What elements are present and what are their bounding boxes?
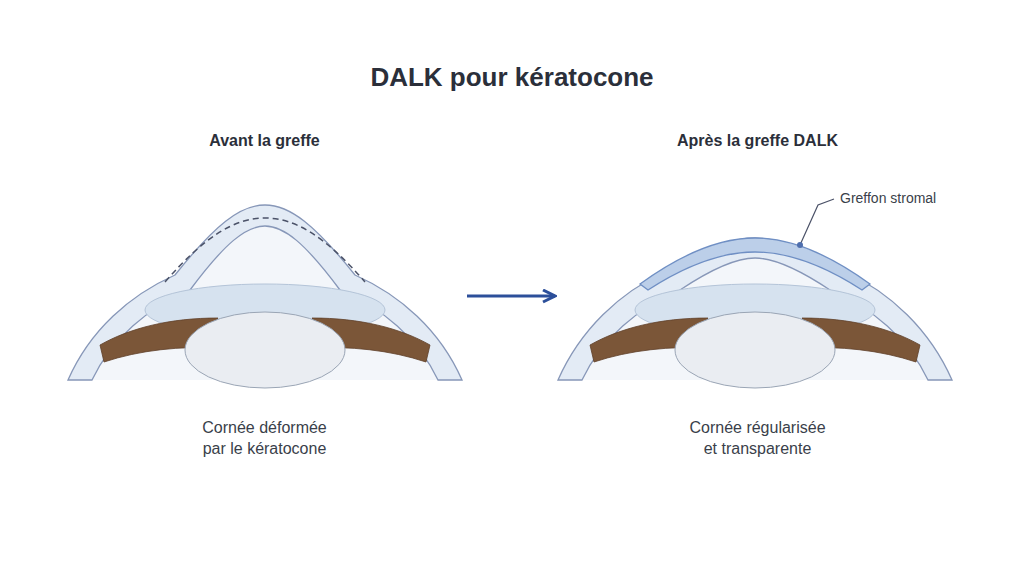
stromal-graft bbox=[640, 238, 870, 290]
lens bbox=[185, 312, 345, 388]
leader-line bbox=[800, 199, 834, 245]
panel-caption: Cornée régularisée et transparente bbox=[685, 417, 830, 460]
arrow-connector bbox=[467, 295, 555, 298]
lens bbox=[675, 312, 835, 388]
panel-heading: Après la greffe DALK bbox=[673, 132, 842, 150]
eye-panel: Après la greffe DALK Cornée régularisée e… bbox=[555, 132, 960, 460]
panel-caption: Cornée déformée par le kératocone bbox=[192, 417, 337, 460]
leader-dot bbox=[797, 242, 803, 248]
callout-label: Greffon stromal bbox=[838, 190, 938, 206]
normal-cornea-outline bbox=[165, 218, 365, 282]
panel-heading: Avant la greffe bbox=[205, 132, 324, 150]
eye-panel: Avant la greffeCornée déformée par le ké… bbox=[62, 132, 467, 460]
diagram-title: DALK pour kératocone bbox=[0, 62, 1024, 93]
